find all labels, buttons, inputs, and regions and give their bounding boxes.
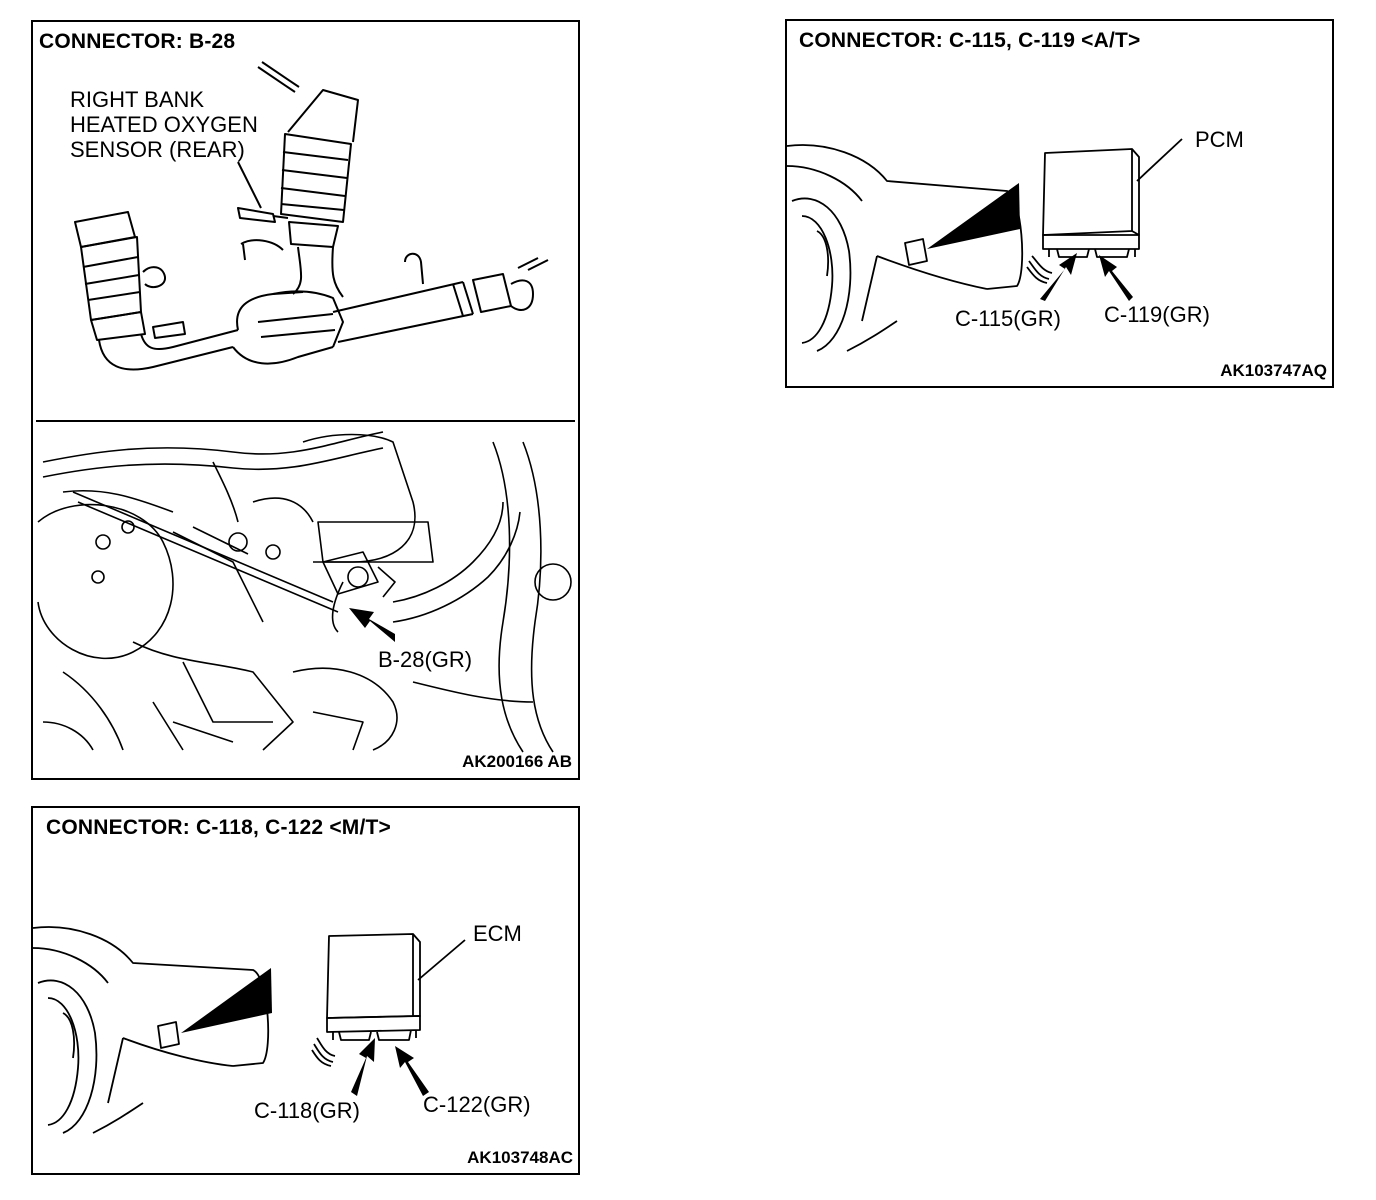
engine-bay-illustration	[37, 431, 572, 753]
panel-title: CONNECTOR: C-118, C-122 <M/T>	[46, 816, 391, 839]
dashboard-ecm-illustration	[32, 926, 466, 1134]
connector-label-b28: B-28(GR)	[378, 647, 473, 672]
exhaust-illustration	[74, 61, 549, 371]
sensor-leader-line	[237, 161, 262, 209]
figure-id: AK103748AC	[467, 1148, 573, 1167]
connector-label-c115: C-115(GR)	[955, 306, 1061, 331]
panel-connector-c118-c122: CONNECTOR: C-118, C-122 <M/T>	[31, 806, 580, 1175]
panel-connector-c115-c119: CONNECTOR: C-115, C-119 <A/T>	[785, 19, 1334, 388]
connector-label-c118: C-118(GR)	[254, 1098, 360, 1123]
dashboard-pcm-illustration	[786, 138, 1183, 352]
module-label-ecm: ECM	[473, 921, 522, 946]
connector-label-c119: C-119(GR)	[1104, 302, 1210, 327]
module-label-pcm: PCM	[1195, 127, 1244, 152]
figure-id: AK200166 AB	[462, 752, 572, 771]
sensor-label-line1: RIGHT BANK	[70, 87, 205, 112]
engine-bay-frame	[36, 420, 575, 752]
panel-title: CONNECTOR: B-28	[39, 30, 236, 53]
panel-connector-b28: CONNECTOR: B-28	[31, 20, 580, 780]
connector-label-c122: C-122(GR)	[423, 1092, 531, 1117]
sensor-label-line2: HEATED OXYGEN	[70, 112, 258, 137]
panel-title: CONNECTOR: C-115, C-119 <A/T>	[799, 29, 1141, 52]
sensor-label-line3: SENSOR (REAR)	[70, 137, 245, 162]
figure-id: AK103747AQ	[1220, 361, 1327, 380]
